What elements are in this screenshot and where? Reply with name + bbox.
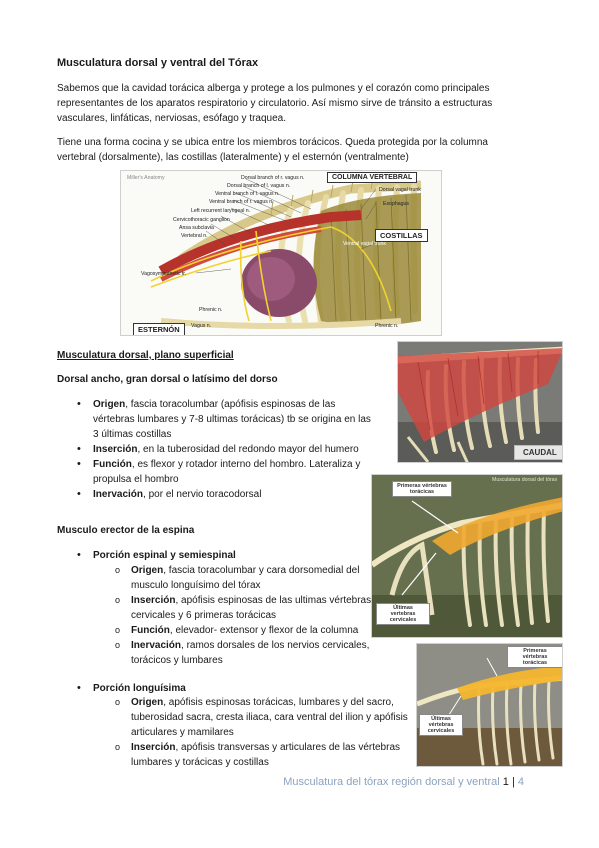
list-item: Inserción, apófisis espinosas de las ult… [57,593,377,623]
latissimus-drawing [398,342,562,462]
list-item: Porción longuísima [57,681,397,696]
list-item: Función, elevador- extensor y flexor de … [57,623,377,638]
label-columna-vertebral: COLUMNA VERTEBRAL [327,172,418,183]
label-vagosympathetic: Vagosympathetic tr. [141,271,187,277]
label-esternon: ESTERNÓN [133,323,185,335]
list-item: Origen, fascia toracolumbar y cara dorso… [57,563,377,593]
label-phrenic-right: Phrenic n. [375,323,399,329]
section-heading-dorsal-superficial: Musculatura dorsal, plano superficial [57,350,234,361]
label-ultimas-vertebras-2: Últimas vértebras cervicales [419,714,463,736]
list-item: Inserción, en la tuberosidad del redondo… [57,442,375,457]
figure-source-tag: Miller's Anatomy [127,175,165,181]
label-caudal: CAUDAL [514,445,562,460]
erector-parts-list-2: Porción longuísima [57,681,397,696]
label-phrenic-left: Phrenic n. [199,307,223,313]
list-item: Porción espinal y semiespinal [57,548,377,563]
label-ventral-branch-l-vagus: Ventral branch of l. vagus n. [215,191,280,197]
page-total: 4 [517,776,524,788]
label-ultimas-vertebras-1: Últimas vertebras cervicales [376,603,430,625]
list-item: Inserción, apófisis transversas y articu… [57,740,409,770]
list-item: Inervación, ramos dorsales de los nervio… [57,638,377,668]
label-dorsal-vagal-trunk: Dorsal vagal trunk [379,187,421,193]
label-ansa-subclavia: Ansa subclavia [179,225,214,231]
thorax-anatomy-drawing [150,178,422,329]
footer-separator: | [511,776,515,788]
label-left-recurrent-laryngeal: Left recurrent laryngeal n. [191,208,251,214]
page-footer: Musculatura del tórax región dorsal y ve… [283,776,524,788]
label-ventral-branch-r-vagus: Ventral branch of r. vagus n. [209,199,274,205]
longuisima-sublist: Origen, apófisis espinosas torácicas, lu… [57,695,409,770]
footer-text: Musculatura del tórax región dorsal y ve… [283,776,500,788]
longissimus-skeleton-photo: Primeras vértebras torácicas Últimas vér… [416,643,563,767]
label-primeras-vertebras-2: Primeras vértebras torácicas [507,646,562,668]
label-cervicothoracic-ganglion: Cervicothoracic ganglion [173,217,230,223]
list-item: Función, es flexor y rotador interno del… [57,457,375,487]
figure3-tag: Musculatura dorsal del tórax [492,477,558,483]
label-vagus-n: Vagus n. [191,323,212,329]
label-costillas: COSTILLAS [375,229,428,242]
page-number: 1 [502,776,509,788]
intro-paragraph-2: Tiene una forma cocina y se ubica entre … [57,137,488,163]
thorax-anatomy-figure: Miller's Anatomy Dorsal branch of r. vag… [120,170,442,336]
erector-spinae-skeleton-photo: Musculatura dorsal del tórax Primeras vé… [371,474,563,638]
section-heading-erector-espina: Musculo erector de la espina [57,525,195,536]
page-title: Musculatura dorsal y ventral del Tórax [57,57,259,69]
subheading-dorsal-ancho: Dorsal ancho, gran dorsal o latísimo del… [57,374,278,385]
label-dorsal-branch-l-vagus: Dorsal branch of l. vagus n. [227,183,291,189]
list-item: Origen, fascia toracolumbar (apófisis es… [57,397,375,442]
espinal-sublist: Origen, fascia toracolumbar y cara dorso… [57,563,377,668]
latissimus-skeleton-photo: CAUDAL [397,341,563,463]
label-vertebral-n: Vertebral n. [181,233,208,239]
dorsal-ancho-list: Origen, fascia toracolumbar (apófisis es… [57,397,375,502]
label-dorsal-branch-r-vagus: Dorsal branch of r. vagus n. [241,175,305,181]
intro-paragraph-1: Sabemos que la cavidad torácica alberga … [57,83,493,124]
label-ventral-vagal-trunk: Ventral vagal trunk [343,241,386,247]
list-item: Inervación, por el nervio toracodorsal [57,487,375,502]
label-esophagus: Esophagus [383,201,409,207]
label-primeras-vertebras-1: Primeras vértebras torácicas [392,481,452,497]
erector-spinae-drawing [372,475,562,637]
list-item: Origen, apófisis espinosas torácicas, lu… [57,695,409,740]
erector-parts-list-1: Porción espinal y semiespinal [57,548,377,563]
